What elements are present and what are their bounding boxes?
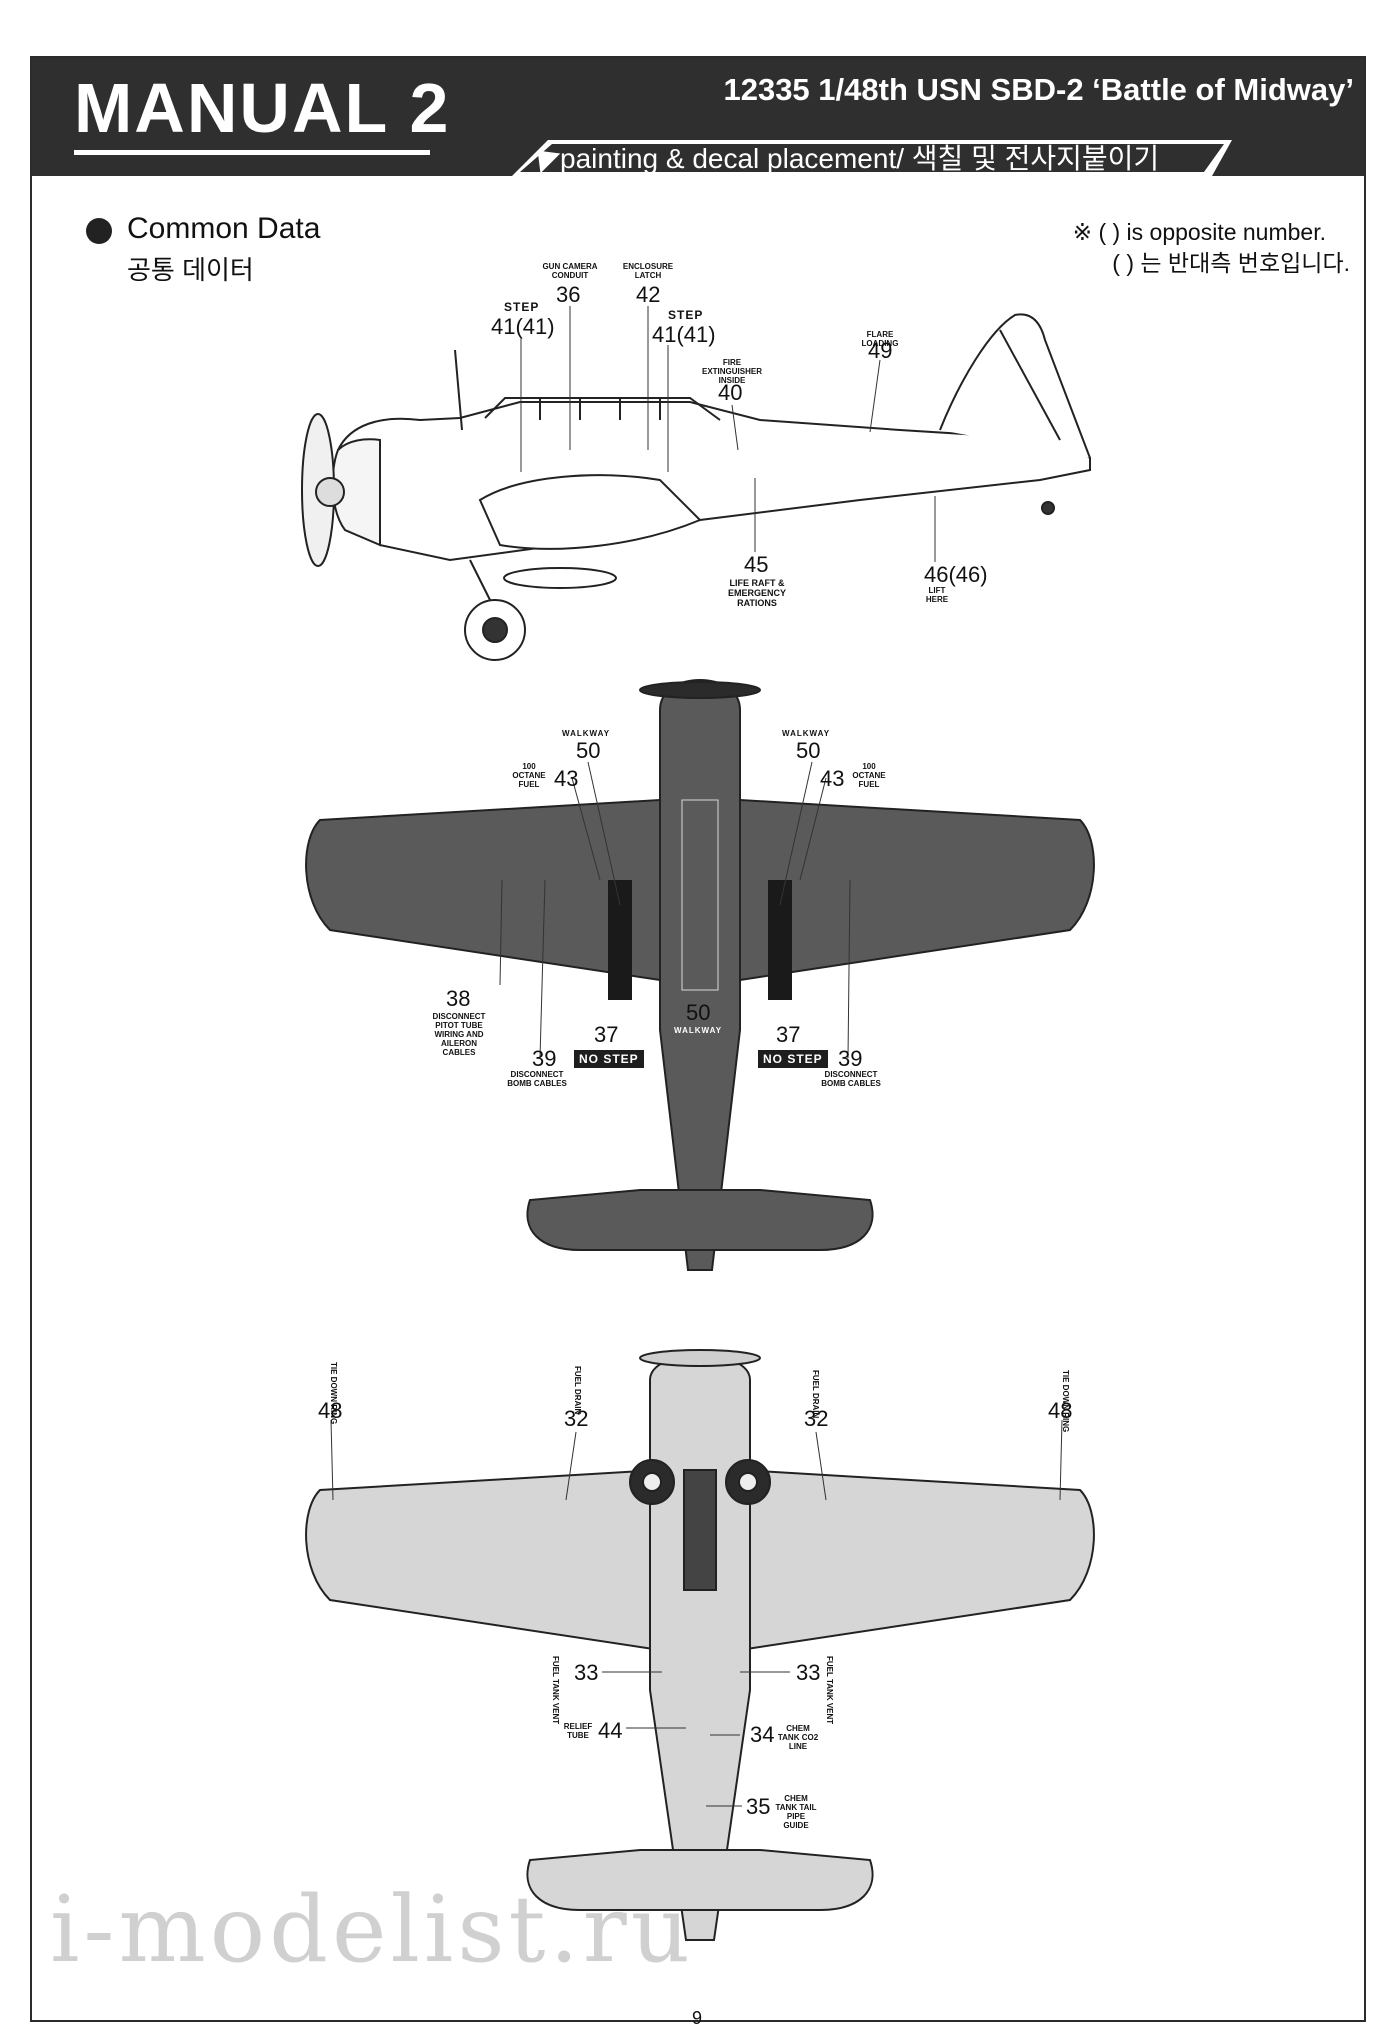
decal-48-left: 48 <box>318 1398 343 1423</box>
decal-34: 34 <box>750 1722 775 1747</box>
decal-50-center: 50 <box>686 1000 711 1025</box>
decal-33-right: 33 <box>796 1660 821 1685</box>
fuel-label-right: 100 OCTANE FUEL <box>852 762 886 789</box>
decal-50-right: 50 <box>796 738 821 763</box>
decal-38: 38 <box>446 986 471 1011</box>
product-title: 12335 1/48th USN SBD-2 ‘Battle of Midway… <box>723 72 1354 107</box>
decal-39-left: 39 <box>532 1046 557 1071</box>
bullet-icon <box>86 218 112 244</box>
common-data-subtitle: 공통 데이터 <box>127 255 254 285</box>
decal-37-left: 37 <box>594 1022 619 1047</box>
decal-42: 42 <box>636 282 661 307</box>
decal-40: 40 <box>718 380 743 405</box>
decal-37-right: 37 <box>776 1022 801 1047</box>
decal-49: 49 <box>868 338 893 363</box>
no-step-badge-left: NO STEP <box>574 1050 644 1068</box>
gun-camera-label: GUN CAMERA CONDUIT <box>542 262 598 280</box>
walkway-label-center: WALKWAY <box>674 1026 723 1035</box>
decal-35: 35 <box>746 1794 771 1819</box>
manual-title-underline <box>74 150 430 155</box>
no-step-badge-right: NO STEP <box>758 1050 828 1068</box>
decal-46: 46(46) <box>924 562 988 587</box>
decal-44: 44 <box>598 1718 623 1743</box>
fire-extinguisher-label: FIRE EXTINGUISHER INSIDE <box>702 358 763 385</box>
pitot-label: DISCONNECT PITOT TUBE WIRING AND AILERON… <box>432 1012 486 1057</box>
decal-43-left: 43 <box>554 766 579 791</box>
fuel-vent-label-right: FUEL TANK VENT <box>825 1656 834 1725</box>
decal-41-right: 41(41) <box>652 322 716 347</box>
decal-32-left: 32 <box>564 1406 589 1431</box>
decal-32-right: 32 <box>804 1406 829 1431</box>
life-raft-label: LIFE RAFT & EMERGENCY RATIONS <box>727 578 786 608</box>
decal-33-left: 33 <box>574 1660 599 1685</box>
opposite-note-en: ※ ( ) is opposite number. <box>1072 219 1326 245</box>
page-frame <box>30 56 1366 2022</box>
section-title: painting & decal placement/ 색칠 및 전사지붙이기 <box>560 143 1160 174</box>
decal-41-left: 41(41) <box>491 314 555 339</box>
flare-loading-label: FLARE LOADING <box>861 330 899 348</box>
step-label-left: STEP <box>504 300 540 314</box>
bomb-cables-label-left: DISCONNECT BOMB CABLES <box>507 1070 567 1088</box>
lift-here-label: LIFT HERE <box>925 586 949 604</box>
decal-50-left: 50 <box>576 738 601 763</box>
decal-48-right: 48 <box>1048 1398 1073 1423</box>
bomb-cables-label-right: DISCONNECT BOMB CABLES <box>821 1070 881 1088</box>
decal-39-right: 39 <box>838 1046 863 1071</box>
decal-45: 45 <box>744 552 769 577</box>
fuel-vent-label-left: FUEL TANK VENT <box>551 1656 560 1725</box>
decal-43-right: 43 <box>820 766 845 791</box>
walkway-label-right: WALKWAY <box>782 729 831 738</box>
manual-title: MANUAL 2 <box>74 69 451 147</box>
tail-pipe-label: CHEM TANK TAIL PIPE GUIDE <box>775 1794 817 1830</box>
fuel-label-left: 100 OCTANE FUEL <box>512 762 546 789</box>
page-number: 9 <box>692 2008 703 2028</box>
enclosure-latch-label: ENCLOSURE LATCH <box>622 262 674 280</box>
walkway-label-left: WALKWAY <box>562 729 611 738</box>
watermark: i-modelist.ru <box>50 1876 694 1983</box>
decal-36: 36 <box>556 282 581 307</box>
opposite-note-ko: ( ) 는 반대측 번호입니다. <box>1112 250 1350 276</box>
co2-line-label: CHEM TANK CO2 LINE <box>777 1724 819 1751</box>
relief-tube-label: RELIEF TUBE <box>563 1722 593 1740</box>
step-label-right: STEP <box>668 308 704 322</box>
common-data-title: Common Data <box>127 212 321 245</box>
